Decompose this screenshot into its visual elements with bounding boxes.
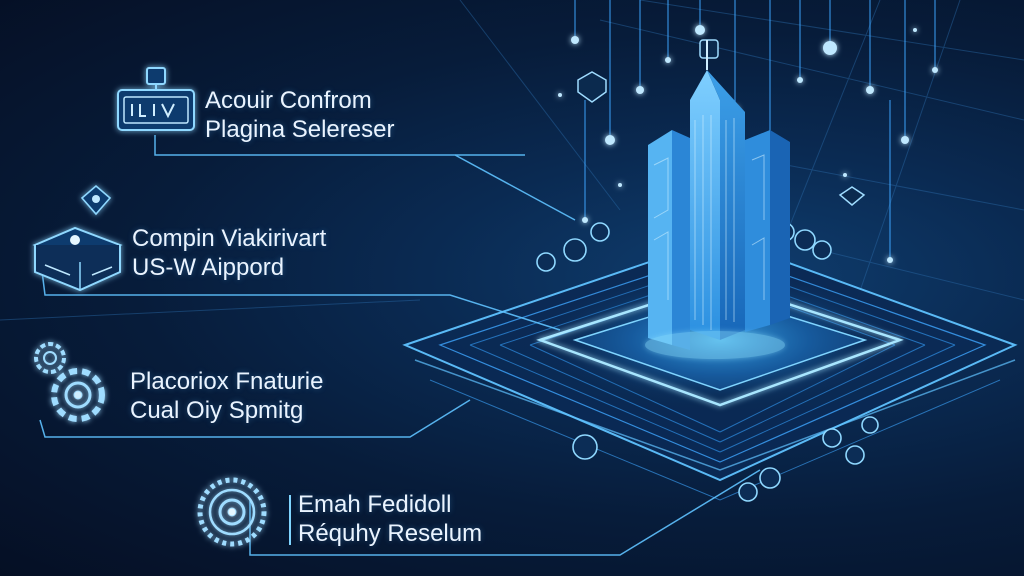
feature-4-line-2: Réquhy Reselum [298, 520, 483, 547]
network-lines [0, 0, 1024, 321]
floating-badges [577, 39, 866, 206]
feature-2: Compin Viakirivart US-W Aippord [132, 224, 326, 282]
feature-3: Placoriox Fnaturie Cual Oiy Spmitg [130, 367, 323, 425]
gear-icon [34, 342, 105, 422]
feature-4: Emah Fedidoll Réquhy Reselum [298, 490, 482, 548]
data-drop-lines [574, 0, 936, 260]
feature-4-line-1: Emah Fedidoll [298, 491, 452, 518]
skyscraper-illustration [645, 40, 790, 359]
feature-1-line-2: Plagina Selereser [205, 116, 395, 143]
feature-2-line-1: Compin Viakirivart [132, 225, 327, 252]
feature-3-line-1: Placoriox Fnaturie [130, 368, 324, 395]
network-box-icon [117, 67, 195, 131]
server-chip-icon [32, 184, 123, 292]
feature-1: Acouir Confrom Plagina Selereser [205, 86, 394, 144]
target-gear-icon [197, 477, 267, 547]
feature-1-line-1: Acouir Confrom [205, 87, 372, 114]
feature-2-line-2: US-W Aippord [132, 254, 285, 281]
feature-3-line-2: Cual Oiy Spmitg [130, 397, 304, 424]
